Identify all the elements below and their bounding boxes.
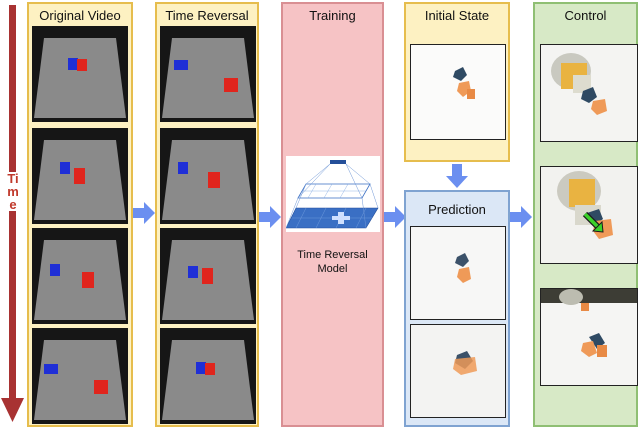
reversed-frame-2 (160, 128, 256, 224)
arrow-right-icon (259, 206, 281, 228)
initial-state-image (410, 44, 506, 140)
training-title: Training (309, 8, 356, 23)
training-panel: Training Time Reversal (281, 2, 384, 427)
prediction-image-2 (410, 324, 506, 418)
reversed-frame-4 (160, 328, 256, 424)
arrow-right-icon (510, 206, 532, 228)
time-reversal-title: Time Reversal (165, 8, 249, 23)
arrow-down-icon (446, 164, 468, 188)
arrow-right-icon (133, 202, 155, 224)
video-frame-3 (32, 228, 128, 324)
time-reversal-panel: Time Reversal (155, 2, 259, 427)
video-frame-2 (32, 128, 128, 224)
reversed-frame-3 (160, 228, 256, 324)
initial-state-title: Initial State (424, 8, 490, 23)
control-image-3 (540, 288, 638, 386)
arrow-right-icon (384, 206, 406, 228)
prediction-image-1 (410, 226, 506, 320)
original-video-panel: Original Video (27, 2, 133, 427)
network-diagram-icon (285, 156, 380, 232)
control-image-1 (540, 44, 638, 142)
model-label: Time Reversal Model (283, 248, 382, 276)
model-label-line1: Time Reversal (297, 249, 368, 261)
reversed-frame-1 (160, 26, 256, 122)
model-label-line2: Model (317, 263, 348, 275)
time-label: Time (4, 172, 22, 211)
initial-state-panel: Initial State (404, 2, 510, 162)
time-arrow-icon (1, 5, 24, 422)
time-axis: Time (0, 0, 26, 429)
control-title: Control (564, 8, 607, 23)
video-frame-4 (32, 328, 128, 424)
original-video-title: Original Video (39, 8, 121, 23)
video-frame-1 (32, 26, 128, 122)
prediction-title: Prediction (428, 202, 486, 217)
control-panel: Control (533, 2, 638, 427)
prediction-panel: Prediction (404, 190, 510, 427)
green-arrow-icon (581, 210, 607, 241)
